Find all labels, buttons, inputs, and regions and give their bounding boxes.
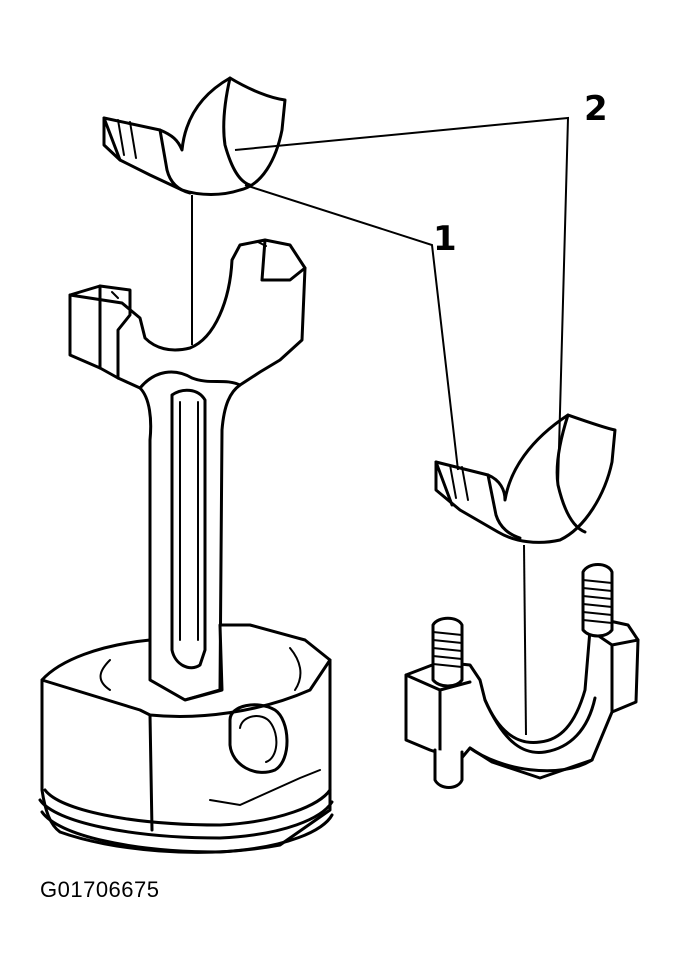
- lower-bearing-shell: [434, 413, 617, 544]
- connecting-rod: [68, 238, 307, 702]
- piston: [38, 623, 334, 854]
- callout-2: 2: [584, 89, 608, 129]
- leader-lines: [234, 116, 570, 486]
- upper-bearing-shell: [102, 76, 287, 196]
- cap-bolt-left: [431, 616, 464, 789]
- alignment-lines: [191, 195, 527, 736]
- callout-1: 1: [433, 219, 457, 259]
- figure-id-label: G01706675: [40, 877, 160, 902]
- bearing-cap: [404, 618, 640, 780]
- cap-bolt-right: [581, 563, 614, 638]
